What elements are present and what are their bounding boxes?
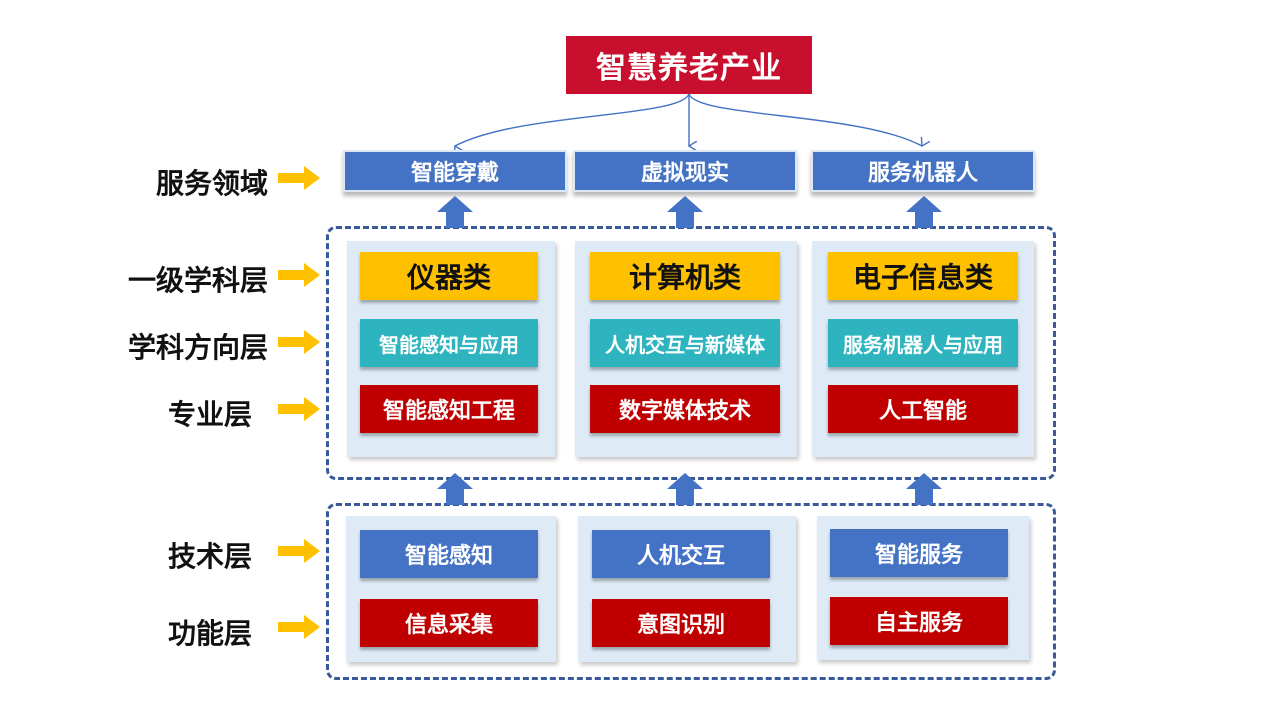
major-box: 数字媒体技术 xyxy=(590,385,780,433)
up-arrow-icon xyxy=(667,196,703,228)
service-domain-service-robot: 服务机器人 xyxy=(811,150,1035,192)
up-arrow-icon xyxy=(906,473,942,505)
label-function: 功能层 xyxy=(167,617,252,650)
service-domain-smart-wearable: 智能穿戴 xyxy=(343,150,567,192)
label-service-domain: 服务领域 xyxy=(155,167,268,200)
major-box: 人工智能 xyxy=(828,385,1018,433)
right-arrow-icon xyxy=(278,397,320,421)
technology-box: 智能感知 xyxy=(360,530,538,578)
right-arrow-icon xyxy=(278,539,320,563)
category-box: 计算机类 xyxy=(590,252,780,300)
up-arrow-icon xyxy=(906,196,942,228)
label-primary-discipline: 一级学科层 xyxy=(127,264,268,297)
right-arrow-icon xyxy=(278,166,320,190)
label-discipline-direction: 学科方向层 xyxy=(127,331,268,364)
service-domain-virtual-reality: 虚拟现实 xyxy=(573,150,797,192)
major-box: 智能感知工程 xyxy=(360,385,538,433)
technology-box: 人机交互 xyxy=(592,530,770,578)
industry-title: 智慧养老产业 xyxy=(566,36,812,94)
label-technology: 技术层 xyxy=(167,540,252,573)
right-arrow-icon xyxy=(278,263,320,287)
category-box: 仪器类 xyxy=(360,252,538,300)
direction-box: 智能感知与应用 xyxy=(360,319,538,367)
connector-to-smart-wearable xyxy=(455,93,690,146)
up-arrow-icon xyxy=(437,473,473,505)
category-box: 电子信息类 xyxy=(828,252,1018,300)
label-major: 专业层 xyxy=(167,398,252,431)
direction-box: 服务机器人与应用 xyxy=(828,319,1018,367)
right-arrow-icon xyxy=(278,330,320,354)
up-arrow-icon xyxy=(667,473,703,505)
connector-to-service-robot xyxy=(688,93,922,146)
up-arrow-icon xyxy=(437,196,473,228)
right-arrow-icon xyxy=(278,615,320,639)
technology-box: 智能服务 xyxy=(830,529,1008,577)
function-box: 意图识别 xyxy=(592,599,770,647)
function-box: 自主服务 xyxy=(830,597,1008,645)
function-box: 信息采集 xyxy=(360,599,538,647)
direction-box: 人机交互与新媒体 xyxy=(590,319,780,367)
